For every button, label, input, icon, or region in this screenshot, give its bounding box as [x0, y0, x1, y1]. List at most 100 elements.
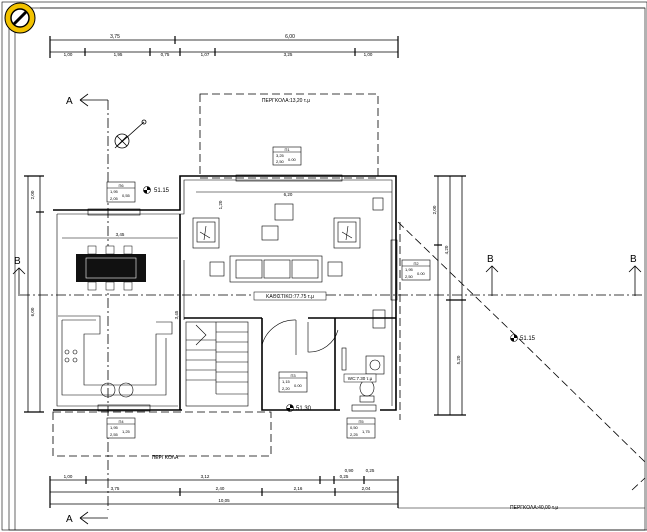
dim-bottom-r2-3: 2,16	[294, 486, 303, 491]
wc-label: WC:7.30 τ.μ	[348, 376, 373, 381]
section-b-mid: B	[485, 254, 499, 296]
opening-tag-p4: Π4 1,95 2,55 1,25	[106, 417, 136, 439]
pergola-bottom-label: ΠΕΡΓΚΟΛΑ	[152, 455, 179, 461]
level-center-value: 51.30	[296, 406, 312, 412]
section-b-mid-letter: B	[487, 254, 494, 265]
dim-left-upper: 2,00	[30, 190, 35, 199]
left-dimension-lines: 2,00 6,00	[24, 175, 44, 413]
kitchen-counter	[58, 315, 173, 398]
section-b-left: B	[12, 256, 26, 296]
pergola-top-outline	[199, 93, 379, 179]
dining-table-icon	[76, 245, 146, 291]
p5-width: 0,50	[350, 425, 359, 430]
sofa	[229, 255, 323, 283]
coffee-table	[274, 203, 294, 221]
p5-height: 2,25	[350, 432, 359, 437]
dim-bottom-r2-1: 3,75	[111, 486, 120, 491]
p1-width: 3,25	[276, 153, 285, 158]
p5-code: Π5	[358, 419, 364, 424]
level-upper-left-value: 51.15	[154, 188, 170, 194]
door-swing-main	[261, 319, 297, 346]
opening-tag-p3: Π3 1,15 2,20 0.00	[278, 371, 308, 393]
dim-bottom-r2-2: 2,40	[216, 486, 225, 491]
p3-width: 1,15	[282, 379, 291, 384]
pergola-right-edge	[397, 221, 646, 463]
north-arrow-icon	[114, 119, 147, 149]
p3-code: Π3	[290, 373, 296, 378]
dim-bottom-r1-1: 1,00	[64, 474, 73, 479]
p6-height: 2,05	[110, 196, 119, 201]
p6-code: Π6	[118, 183, 124, 188]
pergola-bottom-outline	[52, 411, 272, 457]
top-dimension-lines: 3,75 6,00 1,00 1,95 0,75 1,07 3,25 1,00	[49, 34, 399, 58]
dim-bottom-r1-3: 0,25	[340, 474, 349, 479]
p4-code: Π4	[118, 419, 124, 424]
dim-bottom-overall: 10,05	[218, 498, 230, 503]
section-a-top: A	[66, 93, 108, 107]
section-b-right: B	[628, 254, 642, 296]
pergola-top-label: ΠΕΡΓΚΟΛΑ:13,20 τ.μ	[262, 98, 310, 104]
section-a-top-letter: A	[66, 96, 73, 107]
p1-height: 2,50	[276, 159, 285, 164]
dim-bottom-r2-4: 2,04	[362, 486, 371, 491]
dim-interior-living: 6,20	[284, 192, 293, 197]
dim-top-left: 3,75	[110, 34, 120, 40]
section-b-right-letter: B	[630, 254, 637, 265]
door-swing-wc	[307, 322, 339, 353]
p4-width: 1,95	[110, 425, 119, 430]
dim-interior-vertical: 1,20	[218, 200, 223, 209]
opening-tag-p2: Π2 1,95 2,50 0.00	[401, 259, 431, 281]
p2-height: 2,50	[405, 274, 414, 279]
dim-top-row-5: 3,25	[284, 52, 293, 57]
p2-width: 1,95	[405, 267, 414, 272]
opening-tag-p5: Π5 0,50 2,25 1,75	[346, 417, 376, 439]
p6-width: 1,95	[110, 189, 119, 194]
section-a-bottom-letter: A	[66, 514, 73, 525]
dim-right-upper: 2,00	[432, 205, 437, 214]
bottom-dimension-lines: 1,00 3,12 0,25 0,90 0,25 3,75 2,40 2,16 …	[49, 468, 399, 508]
armchair-left	[192, 217, 220, 249]
dim-top-row-4: 1,07	[201, 52, 210, 57]
dim-top-row-6: 1,00	[364, 52, 373, 57]
level-marker-right: 51.15	[510, 334, 536, 342]
p1-sill: 0.00	[288, 157, 297, 162]
dim-interior-dining: 3,45	[116, 232, 125, 237]
building-walls	[53, 174, 398, 412]
level-marker-center: 51.30	[286, 404, 312, 412]
opening-tag-p6: Π6 1,95 2,05 0,55	[106, 181, 136, 203]
side-table	[261, 225, 279, 241]
end-table-left	[209, 261, 225, 277]
p4-sill: 1,25	[122, 429, 131, 434]
staircase	[185, 321, 249, 407]
wc-fixtures	[341, 347, 385, 403]
p1-code: Π1	[284, 147, 290, 152]
living-room-label: ΚΑΘΙΣΤΙΚΟ:77.75 τ.μ	[266, 294, 314, 300]
dim-right-lower: 5,20	[456, 355, 461, 364]
p2-sill: 0.00	[417, 271, 426, 276]
dim-top-overall: 6,00	[285, 34, 295, 40]
dim-top-row-1: 1,00	[64, 52, 73, 57]
dim-top-row-2: 1,95	[114, 52, 123, 57]
level-marker-upper-left: 51.15	[143, 186, 170, 194]
level-right-value: 51.15	[520, 336, 536, 342]
end-table-right	[327, 261, 343, 277]
section-b-left-letter: B	[14, 256, 21, 267]
dim-bottom-r1-5: 0,25	[366, 468, 375, 473]
p2-code: Π2	[413, 261, 419, 266]
p6-sill: 0,55	[122, 193, 131, 198]
right-dimension-lines: 2,00 4,20 5,20	[432, 175, 466, 416]
dim-right-mid: 4,20	[444, 245, 449, 254]
p5-sill: 1,75	[362, 429, 371, 434]
p3-sill: 0.00	[294, 383, 303, 388]
section-a-bottom: A	[66, 511, 108, 525]
opening-tag-p1: Π1 3,25 2,50 0.00	[272, 146, 302, 166]
dim-interior-vertical2: 3,45	[174, 310, 179, 319]
dim-bottom-r1-4: 0,90	[345, 468, 354, 473]
dim-top-row-3: 0,75	[161, 52, 170, 57]
p3-height: 2,20	[282, 386, 291, 391]
armchair-right	[333, 217, 361, 249]
dim-left-lower: 6,00	[30, 307, 35, 316]
no-entry-icon	[4, 2, 36, 34]
